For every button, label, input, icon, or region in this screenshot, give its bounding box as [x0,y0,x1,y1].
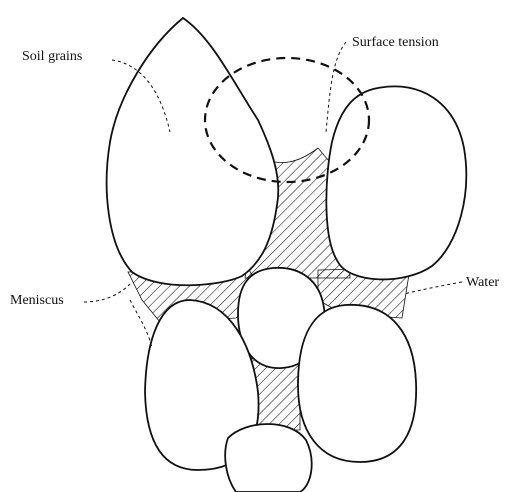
grain-top-left [107,18,279,285]
label-soil-grains: Soil grains [22,49,82,64]
leader-meniscus [84,284,130,302]
leader-water [404,282,462,294]
label-surface-tension: Surface tension [352,35,439,50]
label-water: Water [466,275,499,290]
grain-bottom-center [225,424,311,492]
grain-bottom-right [298,305,416,462]
grain-top-right [326,86,466,279]
label-meniscus: Meniscus [10,293,64,308]
